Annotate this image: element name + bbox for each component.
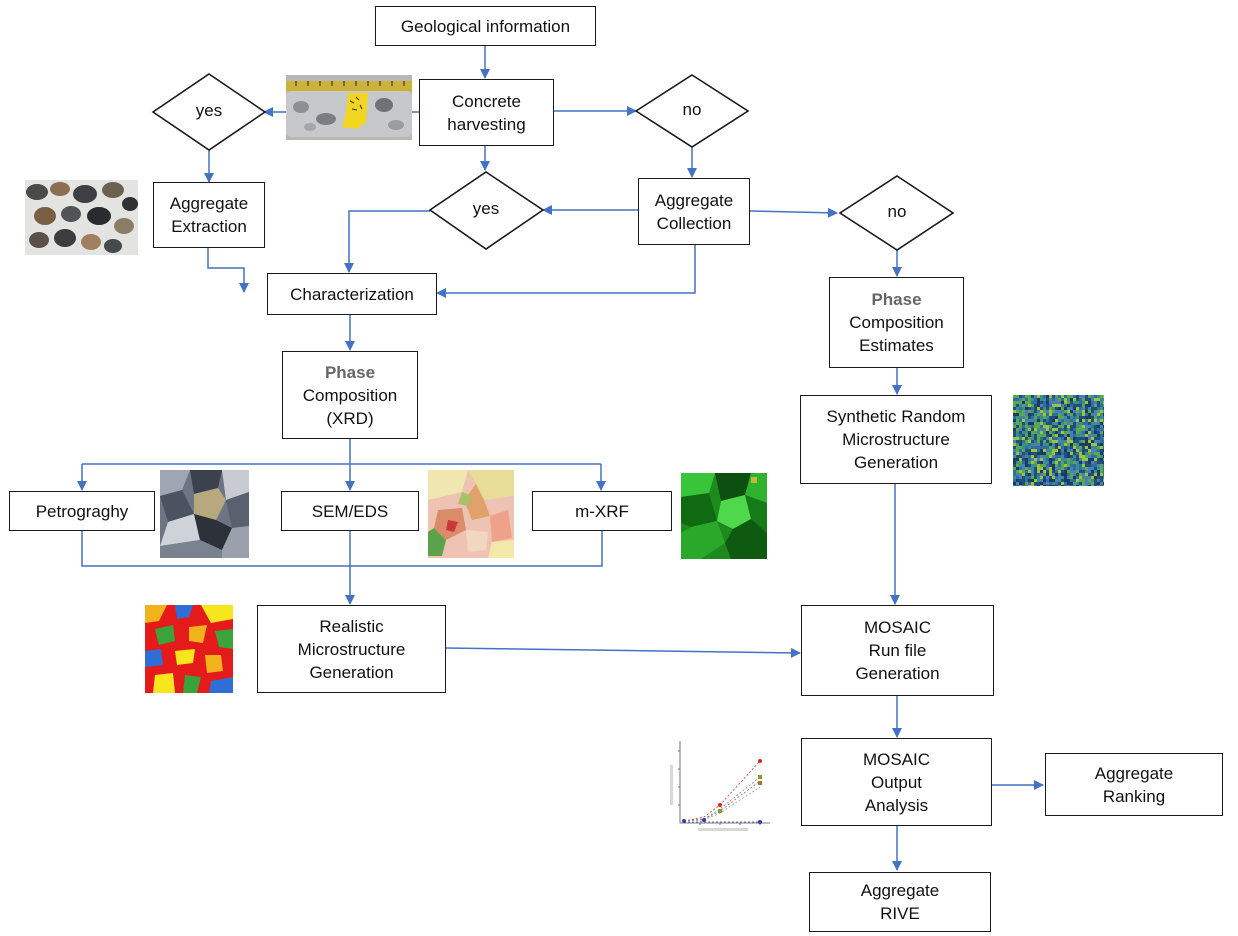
node-label: Run file	[868, 641, 927, 660]
node-label: Composition	[849, 313, 944, 332]
node-label: m-XRF	[575, 501, 629, 521]
arrow-collection-to-no-far-right	[749, 207, 838, 218]
node-m-xrf: m-XRF	[532, 491, 672, 531]
node-label: Output	[870, 772, 923, 792]
arrow-collection-to-characterization	[436, 245, 696, 298]
arrow-yes-center-to-characterization	[344, 210, 430, 273]
node-aggregate-rive: Aggregate RIVE	[809, 872, 991, 932]
node-label: Aggregate	[1094, 763, 1174, 783]
node-label: Synthetic Random	[826, 407, 966, 426]
decision-no-far-right	[838, 175, 955, 251]
node-geological-information: Geological information	[375, 6, 596, 46]
node-concrete-harvesting: Concrete harvesting	[419, 79, 554, 146]
node-synthetic-microstructure: Synthetic Random Microstructure Generati…	[800, 395, 992, 484]
node-label: SEM/EDS	[311, 501, 389, 521]
node-label: Generation	[309, 662, 394, 682]
node-aggregate-ranking: Aggregate Ranking	[1045, 753, 1223, 816]
node-label-phase: Phase	[324, 362, 376, 382]
node-label: Generation	[855, 664, 940, 683]
decision-yes-left	[151, 73, 267, 151]
node-mosaic-output: MOSAIC Output Analysis	[801, 738, 992, 826]
node-label: Ranking	[1102, 786, 1166, 806]
node-phase-composition-estimates: Phase Composition Estimates	[829, 277, 964, 368]
node-label: Estimates	[859, 336, 934, 355]
node-label: Aggregate	[169, 194, 249, 213]
node-label: MOSAIC	[863, 618, 932, 637]
decision-no-far-right-label: no	[887, 202, 907, 221]
aggregate-pebbles-photo	[25, 180, 138, 255]
petrography-photo	[160, 470, 249, 558]
node-characterization: Characterization	[267, 273, 437, 315]
node-mosaic-run-file: MOSAIC Run file Generation	[801, 605, 994, 696]
arrow-extraction-down	[207, 248, 249, 293]
node-aggregate-extraction: Aggregate Extraction	[153, 182, 265, 248]
node-aggregate-collection: Aggregate Collection	[638, 178, 750, 245]
output-plot-image	[668, 735, 778, 835]
merge-line	[81, 531, 603, 567]
node-label: Microstructure	[297, 639, 406, 659]
node-label: RIVE	[880, 904, 920, 923]
sem-eds-map	[428, 470, 514, 558]
decision-yes-center-label: yes	[472, 199, 500, 218]
node-label: Concrete	[452, 91, 521, 111]
node-label: Extraction	[171, 217, 247, 236]
node-label: Analysis	[864, 795, 929, 815]
node-label: Composition	[302, 385, 398, 405]
node-phase-composition-xrd: Phase Composition (XRD)	[282, 351, 418, 439]
node-label: Characterization	[290, 284, 414, 304]
node-realistic-microstructure: Realistic Microstructure Generation	[257, 605, 446, 693]
node-sem-eds: SEM/EDS	[281, 491, 419, 531]
node-label: Collection	[656, 213, 732, 233]
node-label: Geological information	[400, 16, 571, 36]
node-label: Generation	[853, 453, 939, 472]
node-label: Aggregate	[860, 881, 940, 900]
decision-yes-center	[428, 171, 545, 250]
node-label: Aggregate	[654, 190, 734, 210]
node-label: harvesting	[447, 114, 526, 134]
synthetic-microstructure-image	[1013, 395, 1104, 486]
node-petrography: Petrograghy	[9, 491, 155, 531]
m-xrf-map	[681, 473, 767, 559]
node-label: (XRD)	[326, 408, 374, 428]
node-label-phase: Phase	[871, 290, 922, 309]
node-label: Petrograghy	[35, 501, 129, 521]
node-label: Microstructure	[842, 430, 950, 449]
decision-yes-left-label: yes	[195, 101, 223, 120]
decision-no-right-label: no	[682, 100, 702, 119]
concrete-core-photo	[286, 75, 412, 140]
node-label: Realistic	[319, 616, 384, 636]
arrow-realistic-to-mosaic-run	[445, 647, 801, 658]
node-label: MOSAIC	[862, 749, 931, 769]
decision-no-right	[634, 74, 750, 148]
realistic-microstructure-image	[145, 605, 233, 693]
